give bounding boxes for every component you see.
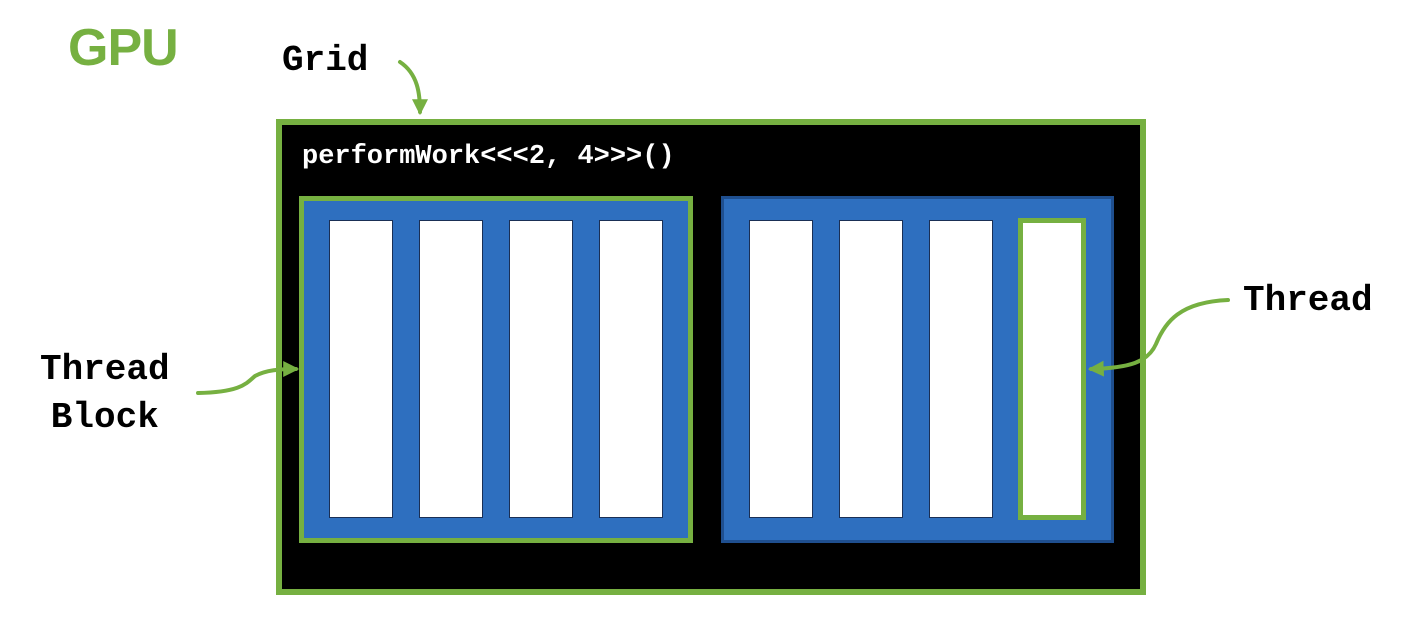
thread-block-label-line1: Thread xyxy=(40,349,170,390)
thread-arrow xyxy=(1087,298,1230,377)
thread-1-2 xyxy=(419,220,483,518)
grid-label: Grid xyxy=(282,40,369,81)
thread-block-arrow xyxy=(196,361,300,395)
thread-label: Thread xyxy=(1243,280,1373,321)
thread-1-4 xyxy=(599,220,663,518)
thread-block-label: Thread Block xyxy=(40,346,170,442)
thread-2-4-highlighted xyxy=(1018,218,1086,520)
thread-block-label-line2: Block xyxy=(50,397,159,438)
thread-2-2 xyxy=(839,220,903,518)
thread-1-1 xyxy=(329,220,393,518)
thread-2-3 xyxy=(929,220,993,518)
kernel-call: performWork<<<2, 4>>>() xyxy=(302,142,675,172)
gpu-title: GPU xyxy=(68,19,179,77)
thread-2-1 xyxy=(749,220,813,518)
grid-arrow xyxy=(398,60,428,116)
thread-1-3 xyxy=(509,220,573,518)
